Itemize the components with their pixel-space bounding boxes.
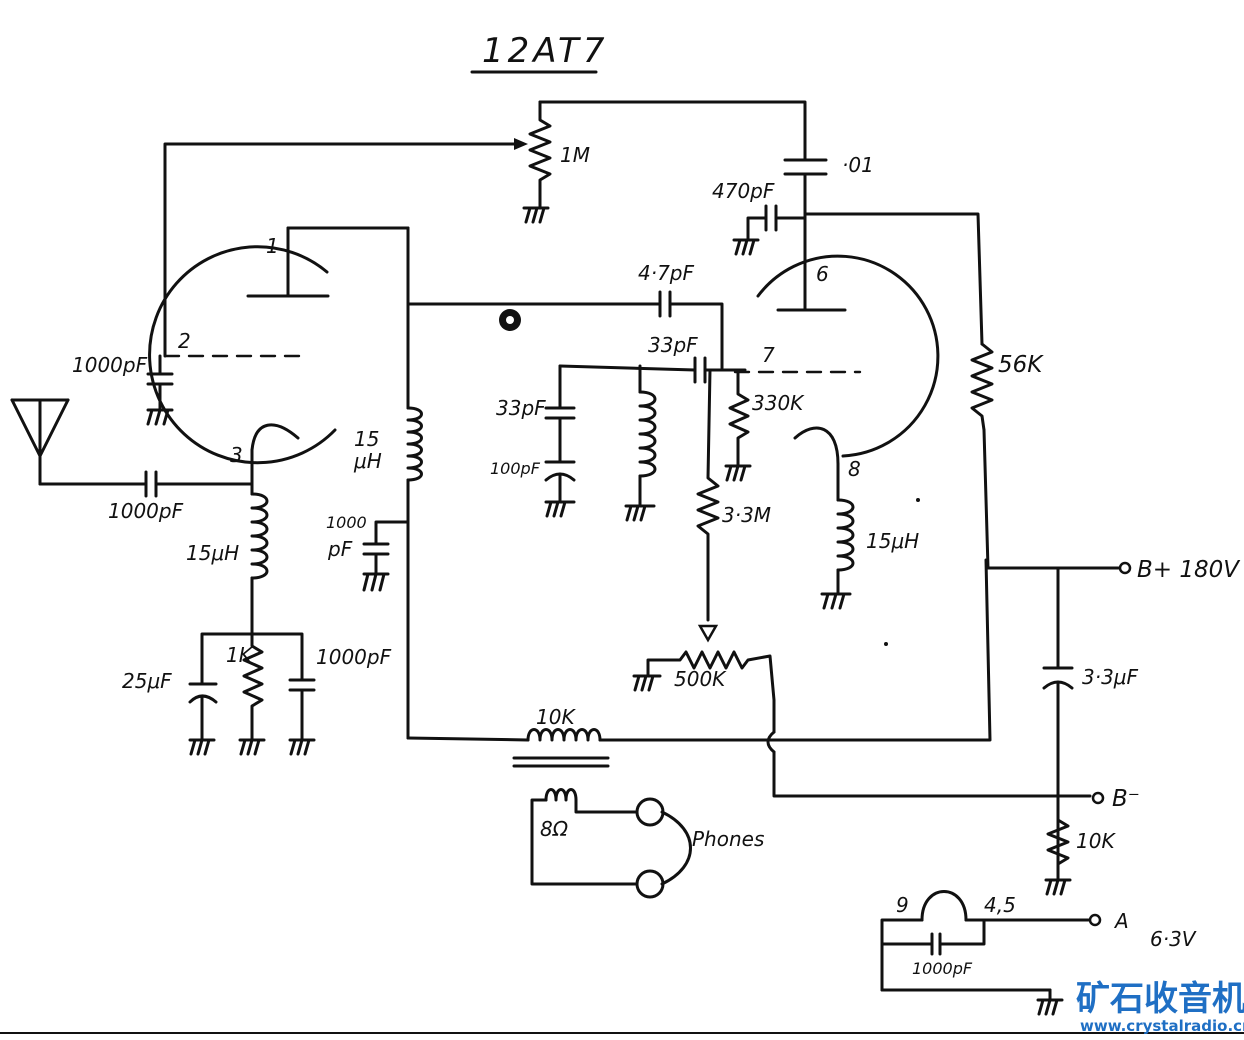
cap-1000pf-heater-label: 1000pF [912, 959, 973, 978]
inductor-tuning [638, 390, 657, 478]
res-3-3m-label: 3·3M [722, 503, 771, 527]
inductor-15uh-right [836, 498, 855, 572]
pin-4-5-label: 4,5 [984, 893, 1016, 917]
cap-100pf-label: 100pF [490, 459, 541, 478]
cap-470pf-label: 470pF [712, 179, 775, 203]
phone-earpiece-top [635, 797, 665, 827]
pin-7-label: 7 [762, 343, 775, 367]
ind-15uh-cath-label: 15μH [186, 541, 239, 565]
bminus-terminal [1091, 791, 1105, 805]
pot-wiper-arrow [514, 138, 528, 150]
phone-earpiece-bottom [635, 869, 665, 899]
heater-6-3v-label: 6·3V [1150, 927, 1197, 951]
phones-label: Phones [692, 827, 764, 851]
ind-15uh-right-label: 15μH [866, 529, 919, 553]
right-triode: 6 7 8 [733, 254, 940, 481]
cap-47pf-label: 4·7pF [638, 261, 695, 285]
res-56k-label: 56K [998, 352, 1044, 378]
cap-1000pf-grid-label: 1000pF [72, 353, 148, 377]
xfmr-secondary [544, 788, 578, 802]
heater-a-terminal [1088, 913, 1102, 927]
res-10k [1046, 810, 1070, 882]
inductor-15uh-plate [406, 406, 423, 482]
heater-a-label: A [1113, 909, 1129, 933]
bplus-terminal [1118, 561, 1132, 575]
res-1k [242, 632, 264, 742]
res-330k-label: 330K [752, 391, 805, 415]
pot-500k [646, 650, 776, 734]
pin-6-label: 6 [816, 262, 829, 286]
pot-500k-label: 500K [674, 667, 727, 691]
ind-15uh-left-label-b: μH [353, 449, 382, 473]
bplus-label: B+ 180V [1137, 557, 1241, 583]
pot-wiper-arrow [697, 624, 719, 643]
cap-1000pf-mid-label-a: 1000 [326, 513, 367, 532]
watermark-url: www.crystalradio.cn [1080, 1017, 1244, 1035]
heater-filament [920, 890, 968, 922]
cap-1000pf-ant-label: 1000pF [108, 499, 184, 523]
cap-1000pf-mid-label-b: pF [327, 537, 353, 561]
pin-1-label: 1 [266, 234, 279, 258]
cap-3-3uf-label: 3·3μF [1082, 665, 1139, 689]
res-330k [728, 368, 750, 468]
right-cathode [793, 426, 840, 466]
pot-1m: 1M [522, 100, 590, 224]
ind-15uh-left-label-a: 15 [354, 427, 379, 451]
phones-headband [660, 810, 692, 886]
left-tube-envelope [148, 245, 337, 465]
xfmr-primary [526, 728, 602, 742]
res-10k-label: 10K [1076, 829, 1116, 853]
pin-9-label: 9 [896, 893, 909, 917]
cap-01-label: ·01 [842, 153, 874, 177]
watermark-logo-text: 矿石收音机 [1076, 979, 1244, 1019]
diagram-title: 12AT7 [482, 31, 608, 71]
pin-3-label: 3 [230, 443, 243, 467]
cap-33pf-top-label: 33pF [648, 333, 698, 357]
pot-1m-label: 1M [560, 143, 590, 167]
left-triode: 1 2 3 [148, 226, 410, 467]
cap-25uf-label: 25μF [122, 669, 172, 693]
left-cathode [250, 423, 300, 452]
right-tube-envelope [756, 254, 940, 458]
antenna-icon [10, 398, 70, 486]
res-56k [970, 342, 994, 432]
cap-33pf-left-label: 33pF [496, 396, 546, 420]
inductor-15uh-cathode [250, 492, 269, 580]
pin-2-label: 2 [178, 329, 191, 353]
xfmr-10k-label: 10K [536, 705, 576, 729]
res-1k-label: 1K [226, 643, 254, 667]
bminus-label: B⁻ [1112, 786, 1140, 812]
xfmr-8ohm-label: 8Ω [540, 817, 569, 841]
res-3-3m [696, 368, 720, 622]
cap-1000pf-cath-label: 1000pF [316, 645, 392, 669]
pin-8-label: 8 [848, 457, 861, 481]
